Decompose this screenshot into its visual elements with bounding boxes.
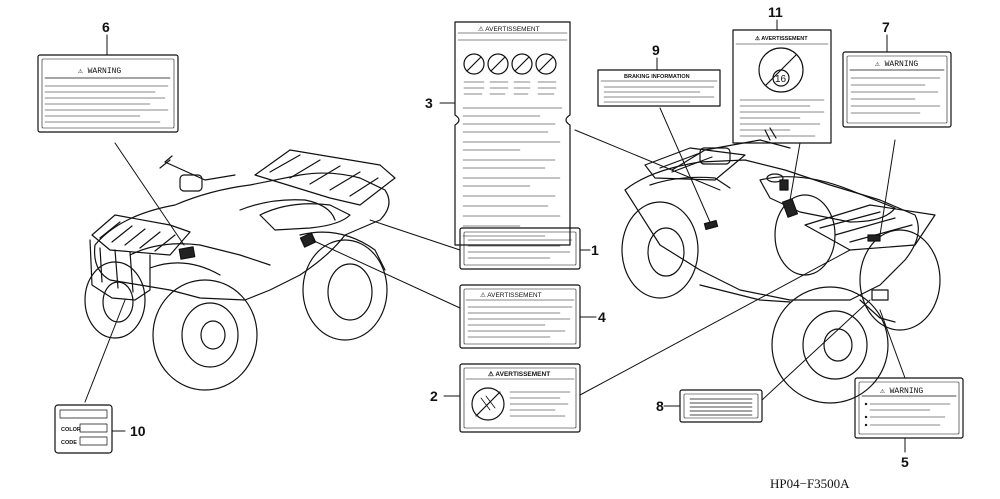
label-2-avertissement bbox=[459, 363, 581, 433]
callout-7: 7 bbox=[882, 19, 890, 35]
label-9-braking-information bbox=[597, 69, 721, 107]
label-10-code: CODE bbox=[61, 440, 77, 446]
callout-2: 2 bbox=[430, 388, 438, 404]
label-11-heading: ⚠ AVERTISSEMENT bbox=[755, 35, 808, 42]
label-11-age-warning bbox=[732, 29, 832, 144]
label-2-heading: ⚠ AVERTISSEMENT bbox=[488, 370, 550, 378]
label-8 bbox=[679, 389, 763, 423]
label-10-color-code bbox=[54, 404, 113, 454]
atv-rear-view bbox=[621, 127, 941, 404]
label-3-avertissement bbox=[454, 21, 571, 246]
label-5-warning bbox=[854, 377, 964, 439]
diagram-code: HP04−F3500A bbox=[770, 476, 850, 491]
label-11-age: 16 bbox=[775, 74, 787, 85]
leader-lines bbox=[84, 19, 906, 453]
label-10-color: COLOR bbox=[61, 427, 81, 433]
callout-3: 3 bbox=[425, 95, 433, 111]
label-4-heading: ⚠ AVERTISSEMENT bbox=[480, 291, 542, 299]
callout-4: 4 bbox=[598, 309, 606, 325]
callout-11: 11 bbox=[768, 4, 783, 20]
label-9-heading: BRAKING INFORMATION bbox=[624, 74, 690, 80]
label-6-heading: ⚠ WARNING bbox=[78, 67, 121, 76]
label-3-heading: ⚠ AVERTISSEMENT bbox=[478, 25, 540, 33]
label-6-warning bbox=[37, 54, 179, 133]
callout-5: 5 bbox=[901, 454, 909, 470]
label-5-heading: ⚠ WARNING bbox=[880, 387, 923, 396]
label-4-avertissement bbox=[459, 284, 581, 349]
label-1 bbox=[459, 227, 581, 270]
callout-9: 9 bbox=[652, 42, 660, 58]
callout-10: 10 bbox=[130, 423, 146, 439]
callout-6: 6 bbox=[102, 19, 110, 35]
label-7-warning bbox=[842, 51, 952, 128]
atv-front-view bbox=[84, 149, 396, 391]
label-7-heading: ⚠ WARNING bbox=[875, 60, 918, 69]
callout-1: 1 bbox=[591, 242, 599, 258]
callout-8: 8 bbox=[656, 398, 664, 414]
